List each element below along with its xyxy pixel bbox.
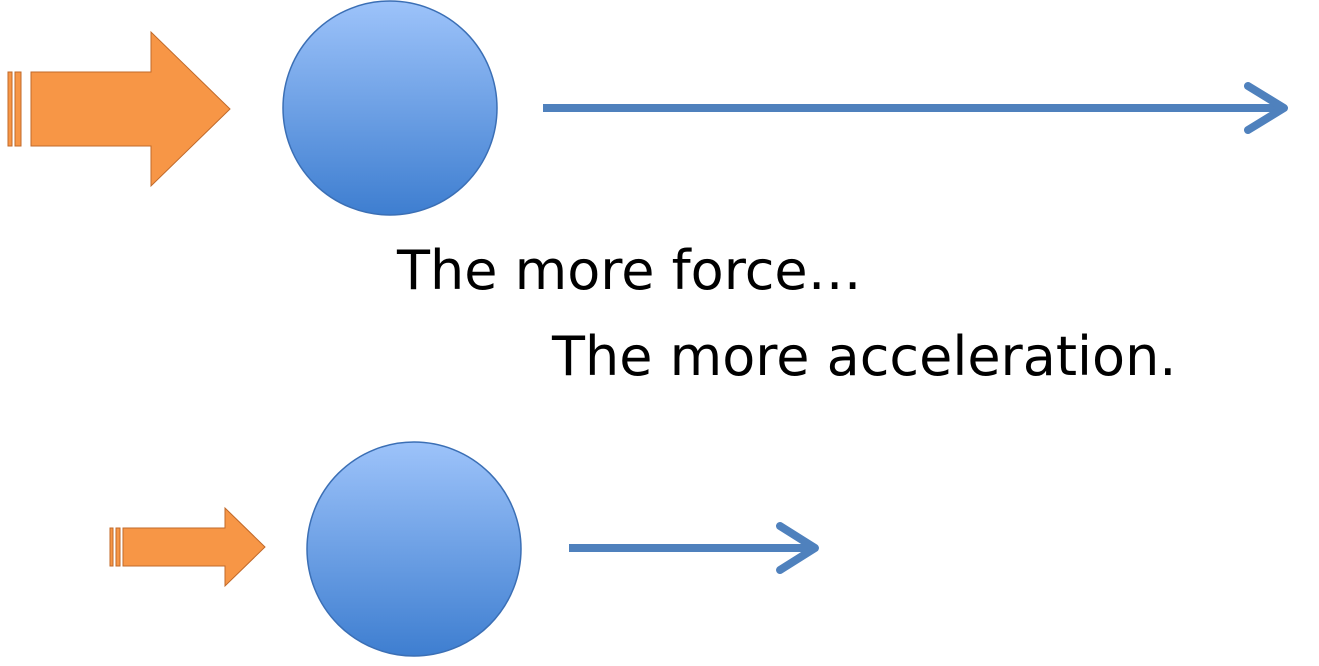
small-force-scenario xyxy=(109,441,819,657)
short-motion-arrow-icon xyxy=(569,522,819,574)
force-caption: The more force… xyxy=(397,239,862,302)
large-force-scenario xyxy=(7,0,1288,216)
small-force-arrow-icon xyxy=(109,506,266,588)
acceleration-caption: The more acceleration. xyxy=(552,325,1177,388)
small-ball-icon xyxy=(306,441,522,657)
long-motion-arrow-icon xyxy=(543,82,1288,134)
large-force-arrow-icon xyxy=(7,30,231,188)
large-ball-icon xyxy=(282,0,498,216)
